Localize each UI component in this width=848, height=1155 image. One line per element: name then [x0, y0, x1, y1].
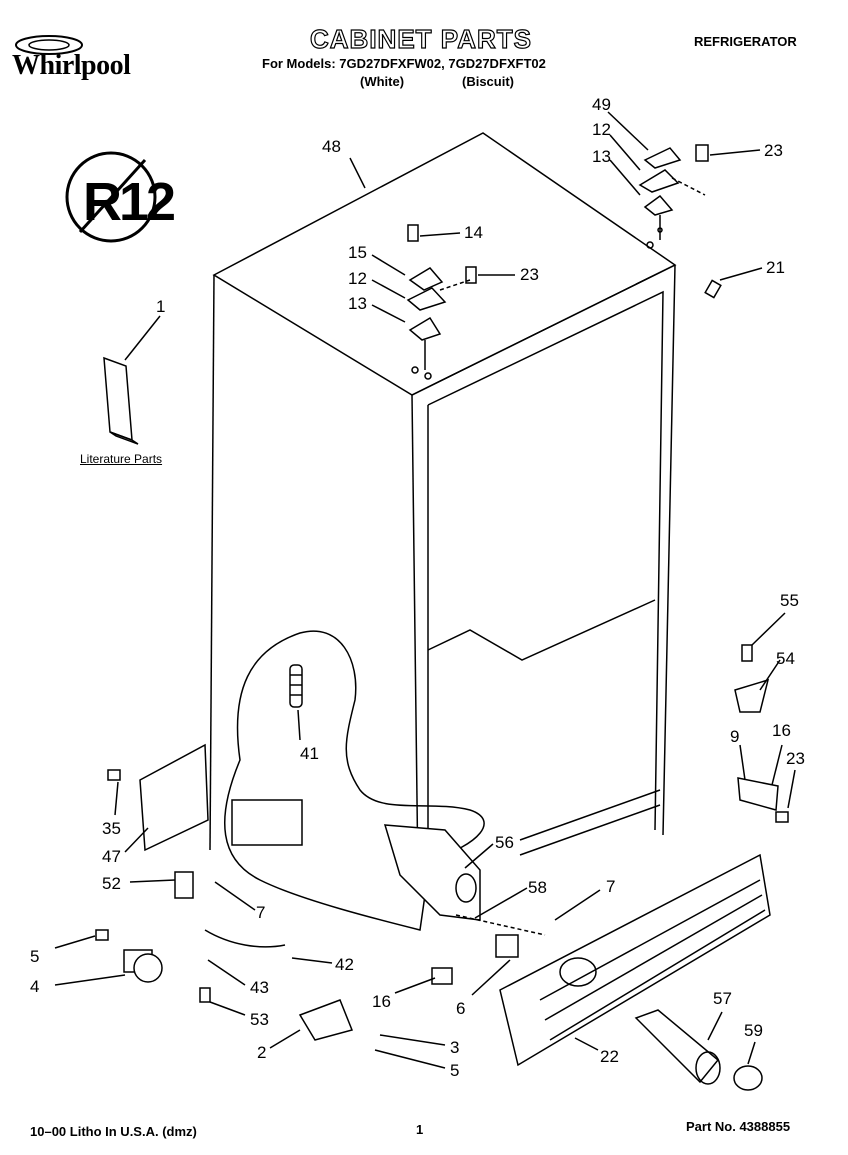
callout-43: 43: [250, 978, 269, 997]
literature-label: Literature Parts: [80, 452, 163, 466]
screw-icons: [95, 144, 789, 1003]
callout-23a: 23: [764, 141, 783, 160]
callout-14: 14: [464, 223, 483, 242]
clip-6-icon: [495, 934, 519, 958]
callout-57: 57: [713, 989, 732, 1008]
callout-13b: 13: [348, 294, 367, 313]
callout-21: 21: [766, 258, 785, 277]
callout-15: 15: [348, 243, 367, 262]
back-panel-icon: [139, 743, 209, 852]
callout-41: 41: [300, 744, 319, 763]
callout-23b: 23: [520, 265, 539, 284]
color-biscuit: (Biscuit): [462, 74, 514, 89]
brand-logo: Whirlpool: [12, 50, 131, 81]
top-right-hinge-icon: [638, 147, 682, 249]
callout-55: 55: [780, 591, 799, 610]
toe-grille-icon: [499, 853, 771, 1067]
spring-icon: [289, 664, 303, 708]
footer-part-number: Part No. 4388855: [686, 1119, 791, 1134]
callout-12b: 12: [348, 269, 367, 288]
clip-bracket-icon: [174, 871, 194, 899]
pin-icon: [704, 279, 722, 299]
cabinet-body: [209, 132, 677, 881]
whirlpool-swirl-icon: [15, 35, 83, 55]
r12-badge-icon: [65, 151, 157, 243]
callout-54: 54: [776, 649, 795, 668]
callout-49: 49: [592, 95, 611, 114]
callout-42: 42: [335, 955, 354, 974]
leveler-icon: [298, 999, 354, 1041]
callout-12a: 12: [592, 120, 611, 139]
callout-23c: 23: [786, 749, 805, 768]
callout-48: 48: [322, 137, 341, 156]
callout-56: 56: [495, 833, 514, 852]
callout-7b: 7: [606, 877, 615, 896]
caster-icon: [123, 949, 163, 983]
callout-53: 53: [250, 1010, 269, 1029]
top-center-hinge-icon: [406, 267, 447, 380]
footer-page-number: 1: [416, 1122, 424, 1137]
cap-icon: [733, 1065, 763, 1091]
duct-icon: [383, 824, 481, 921]
relay-icon: [231, 799, 303, 846]
callout-6: 6: [456, 999, 465, 1018]
callout-35: 35: [102, 819, 121, 838]
callout-59: 59: [744, 1021, 763, 1040]
side-bracket-icon: [737, 777, 779, 811]
callout-7a: 7: [256, 903, 265, 922]
models-line: For Models: 7GD27DFXFW02, 7GD27DFXFT02: [262, 56, 546, 71]
callout-3: 3: [450, 1038, 459, 1057]
callout-22: 22: [600, 1047, 619, 1066]
literature-booklet-icon: [103, 356, 139, 445]
callout-5b: 5: [450, 1061, 459, 1080]
clip-16-icon: [431, 967, 453, 985]
cutaway-outline: [224, 630, 485, 931]
callout-1: 1: [156, 297, 165, 316]
callout-16a: 16: [772, 721, 791, 740]
category-label: REFRIGERATOR: [694, 34, 797, 49]
color-white: (White): [360, 74, 405, 89]
callout-4: 4: [30, 977, 39, 996]
callout-52: 52: [102, 874, 121, 893]
callout-5a: 5: [30, 947, 39, 966]
guide-lines: [439, 177, 706, 936]
bracket-icon: [734, 678, 770, 713]
callout-2: 2: [257, 1043, 266, 1062]
filter-icon: [634, 1009, 721, 1085]
page-title: CABINET PARTS: [309, 23, 532, 54]
callout-58: 58: [528, 878, 547, 897]
callout-13a: 13: [592, 147, 611, 166]
leader-lines: [54, 111, 796, 1069]
callout-numbers: 48 49 12 13 23 14 15 12 23 13 21 1 55 54…: [30, 95, 805, 1080]
callout-16b: 16: [372, 992, 391, 1011]
callout-9: 9: [730, 727, 739, 746]
callout-47: 47: [102, 847, 121, 866]
drain-tube-icon: [204, 929, 286, 948]
footer-litho: 10–00 Litho In U.S.A. (dmz): [30, 1124, 197, 1139]
badge-text: R12: [83, 172, 174, 232]
